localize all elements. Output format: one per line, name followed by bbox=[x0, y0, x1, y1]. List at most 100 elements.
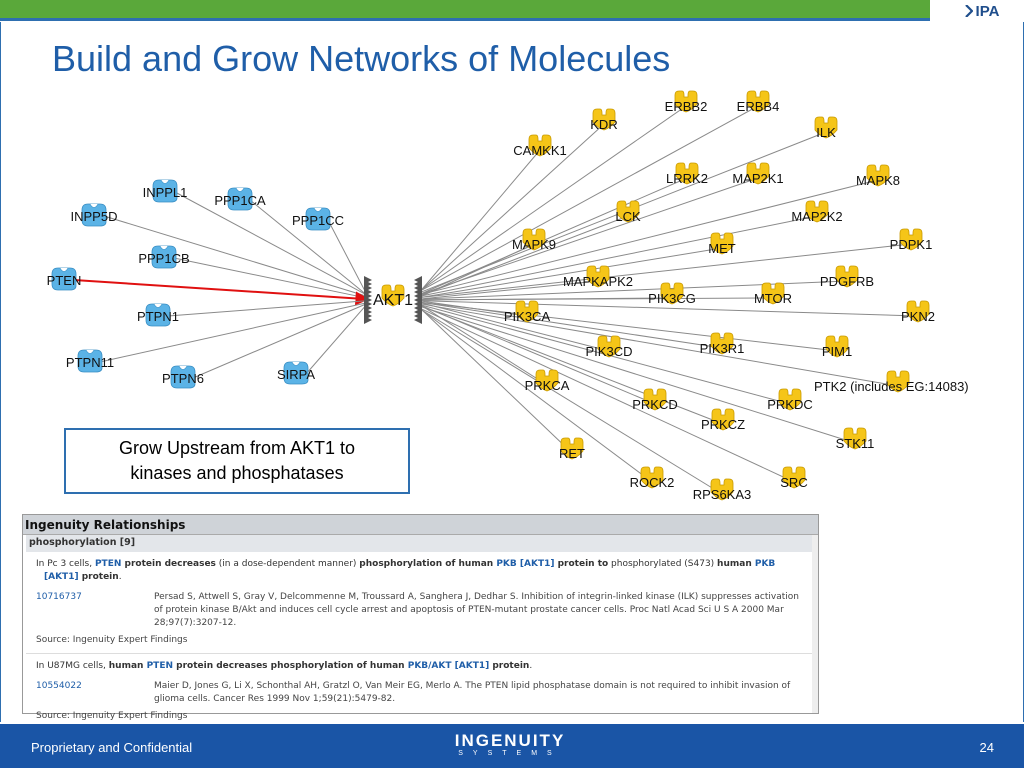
node-ppp1ca[interactable]: PPP1CA bbox=[214, 187, 266, 211]
pubmed-link[interactable]: 10716737 bbox=[36, 592, 82, 602]
node-pdgfrb[interactable]: PDGFRB bbox=[820, 265, 874, 289]
reference-row: 10554022 Maier D, Jones G, Li X, Schonth… bbox=[36, 680, 807, 710]
node-label: PIK3R1 bbox=[700, 341, 745, 356]
node-ilk[interactable]: ILK bbox=[814, 116, 838, 140]
callout-line-1: Grow Upstream from AKT1 to bbox=[118, 438, 356, 458]
gene-link-pten[interactable]: PTEN bbox=[146, 661, 173, 671]
statement-text: In Pc 3 cells, bbox=[36, 559, 95, 569]
panel-title: Ingenuity Relationships bbox=[23, 515, 818, 535]
statement-text: protein bbox=[78, 572, 119, 582]
edge-ppp1cc bbox=[327, 219, 369, 298]
node-label: PIM1 bbox=[822, 344, 852, 359]
edge-rps6ka3 bbox=[417, 307, 723, 495]
reference-citation: Persad S, Attwell S, Gray V, Delcommenne… bbox=[154, 592, 799, 628]
node-ppp1cb[interactable]: PPP1CB bbox=[138, 245, 190, 269]
node-ptpn11[interactable]: PTPN11 bbox=[66, 349, 114, 373]
left-arrowhead bbox=[364, 316, 372, 324]
pubmed-link[interactable]: 10554022 bbox=[36, 681, 82, 691]
node-met[interactable]: MET bbox=[708, 232, 736, 256]
entry-statement: In Pc 3 cells, PTEN protein decreases (i… bbox=[36, 558, 807, 591]
node-map2k1[interactable]: MAP2K1 bbox=[732, 162, 784, 186]
node-kdr[interactable]: KDR bbox=[590, 108, 618, 132]
edge-mapk8 bbox=[417, 179, 879, 296]
node-prkcd[interactable]: PRKCD bbox=[632, 388, 678, 412]
node-sirpa[interactable]: SIRPA bbox=[277, 361, 315, 385]
node-pkn2[interactable]: PKN2 bbox=[901, 300, 935, 324]
node-ptpn6[interactable]: PTPN6 bbox=[162, 365, 204, 389]
node-ppp1cc[interactable]: PPP1CC bbox=[292, 207, 344, 231]
node-label: PRKDC bbox=[767, 397, 813, 412]
node-ptpn1[interactable]: PTPN1 bbox=[137, 303, 179, 327]
edge-ppp1cb bbox=[173, 257, 369, 299]
node-mtor[interactable]: MTOR bbox=[754, 282, 792, 306]
edge-pkn2 bbox=[417, 300, 919, 317]
edge-mapk9 bbox=[417, 243, 535, 299]
ipa-logo-text: IPA bbox=[975, 2, 1000, 20]
edge-prkcz bbox=[417, 304, 724, 425]
node-lck[interactable]: LCK bbox=[615, 200, 641, 224]
node-pik3ca[interactable]: PIK3CA bbox=[504, 300, 551, 324]
node-rock2[interactable]: ROCK2 bbox=[630, 466, 675, 490]
node-erbb2[interactable]: ERBB2 bbox=[665, 90, 708, 114]
node-label: MTOR bbox=[754, 291, 792, 306]
node-pim1[interactable]: PIM1 bbox=[822, 335, 852, 359]
node-label: KDR bbox=[590, 117, 617, 132]
node-label: ERBB4 bbox=[737, 99, 780, 114]
brand-bottom: SYSTEMS bbox=[458, 750, 562, 757]
node-label: PTK2 (includes EG:14083) bbox=[814, 379, 969, 394]
node-stk11[interactable]: STK11 bbox=[836, 427, 875, 451]
top-green-bar bbox=[0, 0, 930, 18]
akt1-arrowheads bbox=[364, 276, 422, 324]
node-ret[interactable]: RET bbox=[559, 437, 585, 461]
gene-link-pkb[interactable]: PKB bbox=[754, 559, 776, 569]
node-label: PIK3CD bbox=[586, 344, 633, 359]
edge-kdr bbox=[417, 123, 605, 294]
node-pten[interactable]: PTEN bbox=[47, 267, 82, 291]
statement-text: phosphorylation of human bbox=[359, 559, 497, 569]
edge-lck bbox=[417, 215, 629, 298]
node-label: PPP1CA bbox=[214, 193, 266, 208]
node-erbb4[interactable]: ERBB4 bbox=[737, 90, 780, 114]
slide-title: Build and Grow Networks of Molecules bbox=[52, 38, 671, 79]
node-prkcz[interactable]: PRKCZ bbox=[701, 408, 745, 432]
node-prkdc[interactable]: PRKDC bbox=[767, 388, 813, 412]
node-lrrk2[interactable]: LRRK2 bbox=[666, 162, 708, 186]
node-pdpk1[interactable]: PDPK1 bbox=[890, 228, 933, 252]
node-label: LCK bbox=[615, 209, 641, 224]
node-pik3cd[interactable]: PIK3CD bbox=[586, 335, 633, 359]
gene-link-pkb-akt-akt1[interactable]: PKB/AKT [AKT1] bbox=[407, 661, 490, 671]
node-inppl1[interactable]: INPPL1 bbox=[143, 179, 188, 203]
gene-link-pten[interactable]: PTEN bbox=[94, 559, 122, 569]
node-mapkapk2[interactable]: MAPKAPK2 bbox=[563, 265, 633, 289]
node-rps6ka3[interactable]: RPS6KA3 bbox=[693, 478, 752, 502]
edge-inppl1 bbox=[174, 191, 369, 297]
statement-text: human bbox=[717, 559, 755, 569]
node-pik3cg[interactable]: PIK3CG bbox=[648, 282, 696, 306]
panel-subtitle[interactable]: phosphorylation [9] bbox=[26, 535, 815, 552]
node-camkk1[interactable]: CAMKK1 bbox=[513, 134, 567, 158]
node-label: PRKCZ bbox=[701, 417, 745, 432]
node-prkca[interactable]: PRKCA bbox=[525, 369, 570, 393]
node-map2k2[interactable]: MAP2K2 bbox=[791, 200, 843, 224]
node-label: MET bbox=[708, 241, 736, 256]
reference-citation: Maier D, Jones G, Li X, Schonthal AH, Gr… bbox=[154, 681, 791, 704]
node-pik3r1[interactable]: PIK3R1 bbox=[700, 332, 745, 356]
gene-link-akt1[interactable]: [AKT1] bbox=[44, 572, 79, 582]
edge-stk11 bbox=[417, 305, 856, 444]
node-mapk8[interactable]: MAPK8 bbox=[856, 164, 900, 188]
panel-scrollbar[interactable] bbox=[812, 535, 818, 713]
node-inpp5d[interactable]: INPP5D bbox=[71, 203, 118, 227]
gene-link-pkb-akt1[interactable]: PKB [AKT1] bbox=[496, 559, 555, 569]
node-mapk9[interactable]: MAPK9 bbox=[512, 228, 556, 252]
node-akt1[interactable]: AKT1 bbox=[373, 284, 413, 309]
relationship-entry: In U87MG cells, human PTEN protein decre… bbox=[26, 654, 815, 730]
node-label: PRKCD bbox=[632, 397, 678, 412]
edge-src bbox=[417, 306, 795, 483]
node-ptk2[interactable]: PTK2 (includes EG:14083) bbox=[814, 370, 969, 394]
node-src[interactable]: SRC bbox=[780, 466, 808, 490]
callout-box: Grow Upstream from AKT1 to kinases and p… bbox=[64, 428, 410, 494]
entry-source: Source: Ingenuity Expert Findings bbox=[36, 635, 188, 645]
entry-source: Source: Ingenuity Expert Findings bbox=[36, 711, 188, 721]
edge-lrrk2 bbox=[417, 177, 688, 296]
